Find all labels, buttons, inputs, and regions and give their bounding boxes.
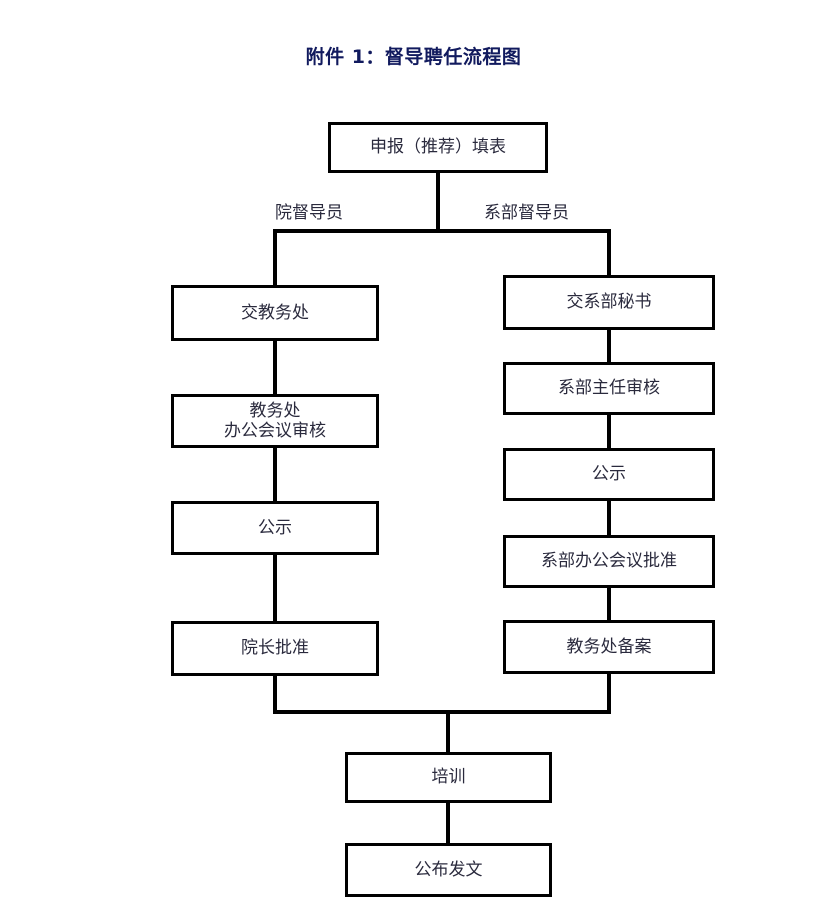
connector-right-1-2 xyxy=(607,330,611,364)
node-submit-academic-affairs[interactable]: 交教务处 xyxy=(171,285,379,341)
connector-merge-stem xyxy=(446,710,450,754)
connector-right-to-merge xyxy=(607,674,611,714)
connector-split-bar xyxy=(273,229,611,233)
connector-right-3-4 xyxy=(607,501,611,537)
node-academic-affairs-meeting-review[interactable]: 教务处 办公会议审核 xyxy=(171,394,379,448)
connector-left-3-4 xyxy=(273,555,277,622)
connector-left-branch-drop xyxy=(273,229,277,287)
page-title: 附件 1：督导聘任流程图 xyxy=(305,46,522,68)
connector-merge-bar xyxy=(273,710,611,714)
connector-right-branch-drop xyxy=(607,229,611,277)
node-department-head-review[interactable]: 系部主任审核 xyxy=(503,362,715,415)
node-publicity-right[interactable]: 公示 xyxy=(503,448,715,501)
connector-left-1-2 xyxy=(273,341,277,395)
node-apply-form[interactable]: 申报（推荐）填表 xyxy=(328,122,548,173)
node-submit-department-secretary[interactable]: 交系部秘书 xyxy=(503,275,715,330)
connector-left-to-merge xyxy=(273,676,277,714)
connector-start-stem xyxy=(436,173,440,231)
connector-left-2-3 xyxy=(273,448,277,502)
connector-right-2-3 xyxy=(607,415,611,450)
branch-label-college-supervisor: 院督导员 xyxy=(275,203,343,223)
node-training[interactable]: 培训 xyxy=(345,752,552,803)
connector-right-4-5 xyxy=(607,588,611,622)
node-publish-document[interactable]: 公布发文 xyxy=(345,843,552,897)
branch-label-department-supervisor: 系部督导员 xyxy=(484,203,569,223)
node-academic-affairs-filing[interactable]: 教务处备案 xyxy=(503,620,715,674)
connector-training-publish xyxy=(446,803,450,845)
node-publicity-left[interactable]: 公示 xyxy=(171,501,379,555)
node-department-meeting-approval[interactable]: 系部办公会议批准 xyxy=(503,535,715,588)
node-president-approval[interactable]: 院长批准 xyxy=(171,621,379,676)
